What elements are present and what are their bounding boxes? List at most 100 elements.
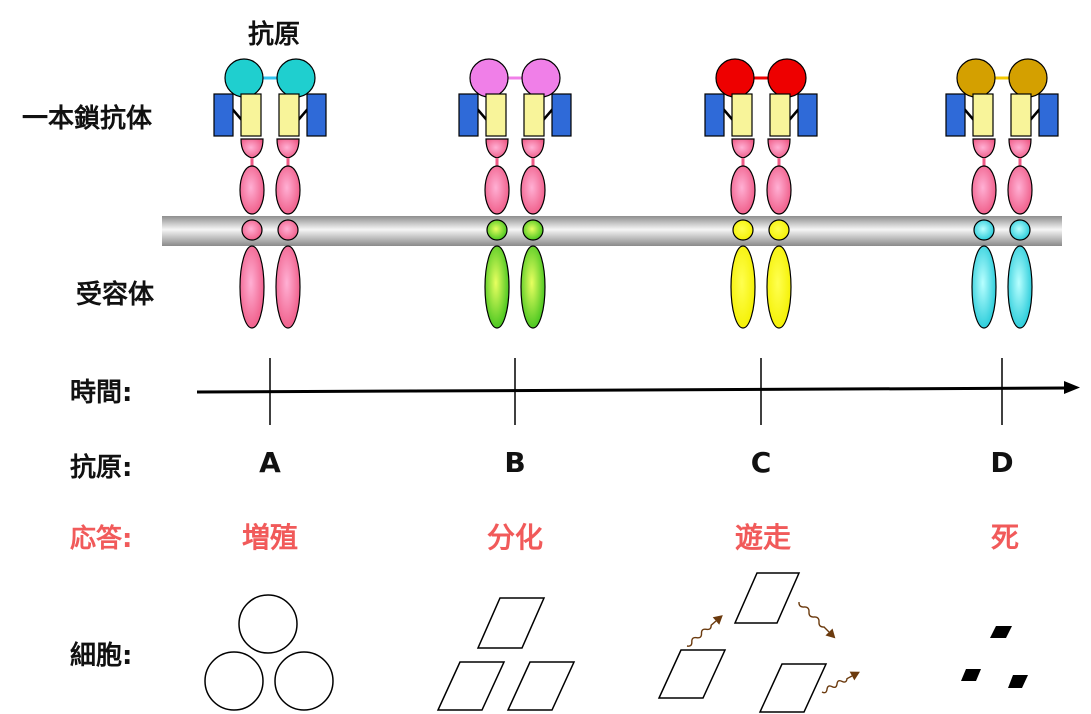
antigen-b-label: B: [504, 446, 526, 479]
hinge-left: [240, 138, 264, 159]
vh-domain-left: [704, 93, 725, 137]
hinge-right: [1008, 138, 1032, 159]
scfv-label: 一本鎖抗体: [22, 104, 153, 134]
response-row-label: 応答:: [70, 524, 133, 554]
cell-migrate-top: [733, 572, 801, 624]
intracellular-domain-left: [730, 245, 756, 329]
cell-membrane: [162, 216, 1062, 246]
cell-row-label: 細胞:: [70, 641, 133, 671]
intracellular-domain-right: [275, 245, 301, 329]
antigen-row-label: 抗原:: [70, 453, 133, 483]
extracellular-domain-right: [766, 165, 792, 215]
response-proliferation: 増殖: [241, 521, 299, 554]
response-differentiation: 分化: [486, 521, 544, 554]
receptor-construct-a: [213, 58, 327, 329]
hinge-left: [972, 138, 996, 159]
antigen-a-label: A: [259, 446, 281, 479]
cell-diff-right: [506, 661, 576, 711]
antigen-d-label: D: [990, 446, 1014, 479]
antigen-c-label: C: [750, 446, 772, 479]
vl-domain-right: [769, 93, 791, 137]
hinge-right: [521, 138, 545, 159]
transmembrane-domain-right: [277, 219, 299, 241]
extracellular-domain-left: [484, 165, 510, 215]
intracellular-domain-left: [484, 245, 510, 329]
transmembrane-domain-right: [768, 219, 790, 241]
antigen-sphere-right: [1008, 58, 1048, 98]
vl-domain-right: [278, 93, 300, 137]
extracellular-domain-left: [239, 165, 265, 215]
transmembrane-domain-left: [732, 219, 754, 241]
vh-domain-right: [306, 93, 327, 137]
migration-arrow-2: [798, 601, 830, 633]
cell-migrate-left: [657, 649, 727, 699]
response-migration: 遊走: [734, 521, 792, 554]
migration-arrow-1: [686, 620, 717, 647]
receptor-label: 受容体: [76, 280, 155, 310]
vh-domain-left: [213, 93, 234, 137]
intracellular-domain-right: [520, 245, 546, 329]
cell-illustrations: [204, 572, 1028, 713]
cell-circle-left: [204, 651, 264, 711]
antigen-sphere-right: [276, 58, 316, 98]
time-arrowhead: [1064, 381, 1080, 394]
antigen-sphere-right: [767, 58, 807, 98]
extracellular-domain-right: [275, 165, 301, 215]
antigen-sphere-left: [715, 58, 755, 98]
vh-domain-left: [945, 93, 966, 137]
intracellular-domain-right: [766, 245, 792, 329]
cell-migrate-right: [758, 663, 828, 713]
hinge-right: [276, 138, 300, 159]
cell-diff-top: [476, 597, 546, 649]
migration-arrow-3: [821, 675, 853, 694]
migration-arrow-2-head: [825, 628, 836, 639]
antigen-sphere-left: [956, 58, 996, 98]
cell-fragment-right: [1008, 675, 1028, 688]
extracellular-domain-right: [1007, 165, 1033, 215]
extracellular-domain-left: [730, 165, 756, 215]
vl-domain-left: [972, 93, 994, 137]
vl-domain-right: [523, 93, 545, 137]
antigen-top-label: 抗原: [248, 20, 301, 50]
cell-diff-left: [436, 661, 506, 711]
transmembrane-domain-left: [973, 219, 995, 241]
timeline: [196, 358, 1080, 425]
receptor-construct-c: [704, 58, 818, 329]
transmembrane-domain-right: [1009, 219, 1031, 241]
transmembrane-domain-left: [241, 219, 263, 241]
vl-domain-left: [240, 93, 262, 137]
cell-circle-top: [238, 594, 298, 654]
time-label: 時間:: [70, 378, 133, 408]
transmembrane-domain-right: [522, 219, 544, 241]
response-death: 死: [990, 521, 1020, 554]
cell-fragment-left: [961, 669, 981, 681]
vl-domain-left: [731, 93, 753, 137]
antigen-sphere-left: [224, 58, 264, 98]
vh-domain-left: [458, 93, 479, 137]
time-axis: [196, 386, 1067, 394]
vl-domain-left: [485, 93, 507, 137]
cell-circle-right: [274, 651, 334, 711]
intracellular-domain-left: [971, 245, 997, 329]
transmembrane-domain-left: [486, 219, 508, 241]
hinge-left: [731, 138, 755, 159]
receptor-constructs: [213, 58, 1059, 329]
migration-arrow-3-head: [849, 671, 860, 681]
vh-domain-right: [797, 93, 818, 137]
extracellular-domain-left: [971, 165, 997, 215]
vl-domain-right: [1010, 93, 1032, 137]
hinge-right: [767, 138, 791, 159]
receptor-construct-b: [458, 58, 572, 329]
cell-fragment-top: [990, 626, 1012, 638]
antigen-sphere-left: [469, 58, 509, 98]
hinge-left: [485, 138, 509, 159]
extracellular-domain-right: [520, 165, 546, 215]
vh-domain-right: [1038, 93, 1059, 137]
intracellular-domain-left: [239, 245, 265, 329]
vh-domain-right: [551, 93, 572, 137]
migration-arrow-1-head: [712, 615, 723, 625]
antigen-sphere-right: [521, 58, 561, 98]
receptor-construct-d: [945, 58, 1059, 329]
intracellular-domain-right: [1007, 245, 1033, 329]
